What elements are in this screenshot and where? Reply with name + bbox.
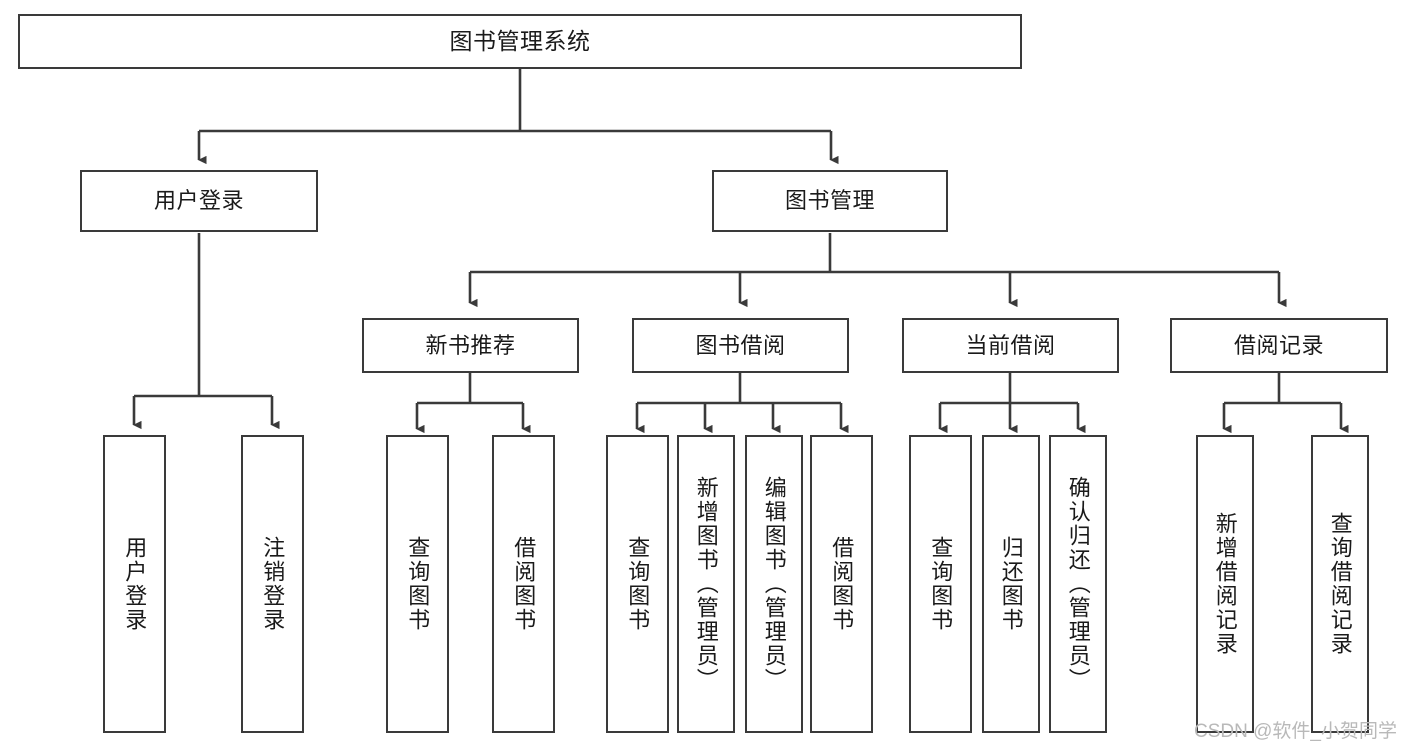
leaf-query-books-borrow[interactable]: 查询图书: [606, 435, 669, 733]
node-user-login[interactable]: 用户登录: [80, 170, 318, 232]
leaf-borrow-books[interactable]: 借阅图书: [810, 435, 873, 733]
leaf-query-books-recommend[interactable]: 查询图书: [386, 435, 449, 733]
leaf-confirm-return-admin[interactable]: 确认归还（管理员）: [1049, 435, 1107, 733]
node-new-book-recommend[interactable]: 新书推荐: [362, 318, 579, 373]
leaf-borrow-books-recommend[interactable]: 借阅图书: [492, 435, 555, 733]
leaf-edit-book-admin[interactable]: 编辑图书（管理员）: [745, 435, 803, 733]
node-book-borrow[interactable]: 图书借阅: [632, 318, 849, 373]
leaf-add-borrow-record[interactable]: 新增借阅记录: [1196, 435, 1254, 733]
leaf-query-books-current[interactable]: 查询图书: [909, 435, 972, 733]
node-borrow-record[interactable]: 借阅记录: [1170, 318, 1388, 373]
leaf-return-books[interactable]: 归还图书: [982, 435, 1040, 733]
node-current-borrow[interactable]: 当前借阅: [902, 318, 1119, 373]
leaf-query-borrow-record[interactable]: 查询借阅记录: [1311, 435, 1369, 733]
node-book-management[interactable]: 图书管理: [712, 170, 948, 232]
leaf-logout[interactable]: 注销登录: [241, 435, 304, 733]
leaf-add-book-admin[interactable]: 新增图书（管理员）: [677, 435, 735, 733]
node-root-system[interactable]: 图书管理系统: [18, 14, 1022, 69]
watermark: CSDN @软件_小贺同学: [1194, 721, 1397, 742]
leaf-user-login[interactable]: 用户登录: [103, 435, 166, 733]
